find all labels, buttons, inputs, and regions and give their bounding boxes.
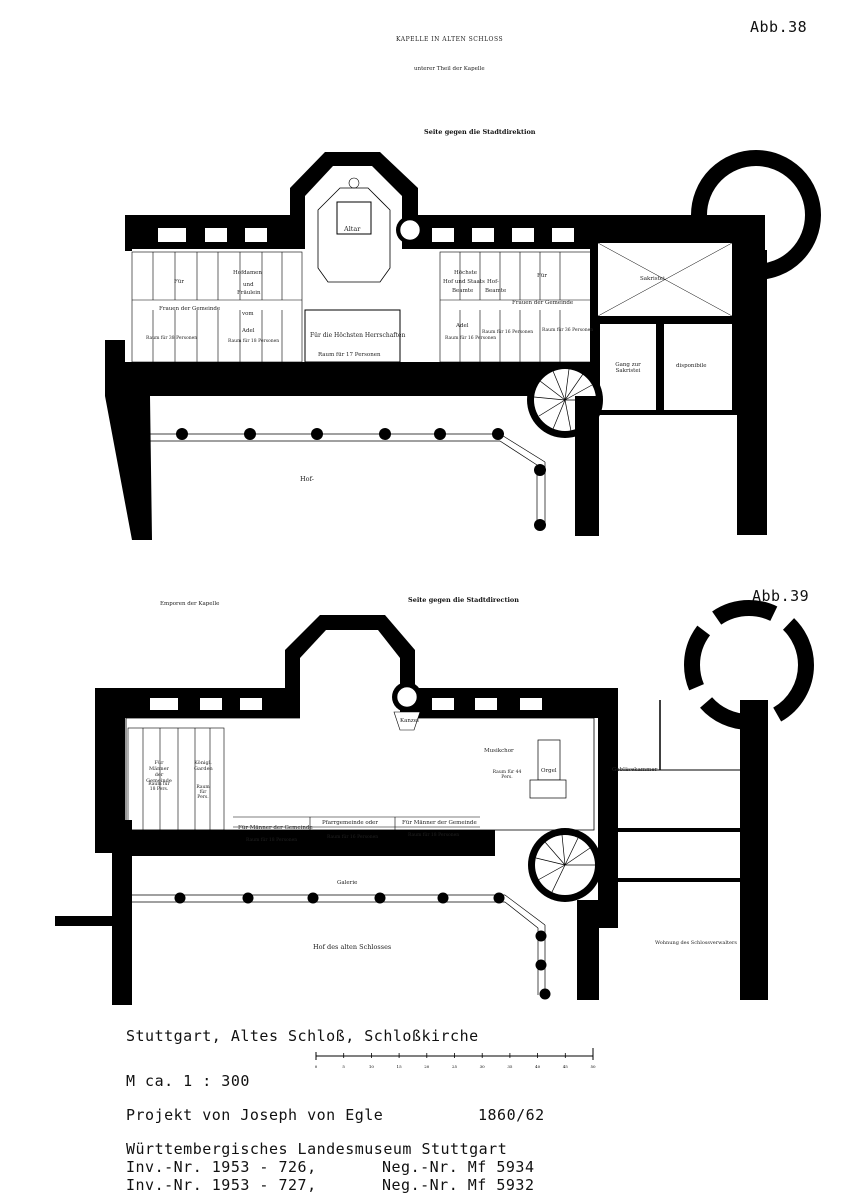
label-koenigl-raum: Raum für Pers.: [196, 785, 210, 800]
altar: [336, 201, 372, 235]
caption-inv-2: Inv.-Nr. 1953 - 727,: [126, 1176, 317, 1194]
label-pfarr-raum: Raum für 16 Personen: [327, 835, 379, 840]
label-galerie: Galerie: [337, 880, 358, 886]
label-maenner-a: Für Männer der Gemeinde: [238, 825, 313, 831]
caption-museum: Württembergisches Landesmuseum Stuttgart: [126, 1140, 508, 1158]
scale-tick-label: 40: [535, 1064, 541, 1069]
label-fraeulein: Fräulein: [237, 290, 261, 296]
caption-neg-1: Neg.-Nr. Mf 5934: [382, 1158, 535, 1176]
label-und: und: [243, 282, 254, 288]
herrschaften-box: [304, 309, 401, 363]
scale-tick-label: 35: [507, 1064, 513, 1069]
figure-heading: KAPELLE IN ALTEN SCHLOSS: [396, 36, 504, 43]
scale-tick-label: 15: [397, 1064, 403, 1069]
label-wohnung: Wohnung des Schlossverwalters: [655, 940, 737, 946]
label-pfarr: Pfarrgemeinde oder: [322, 820, 379, 826]
wall-south: [125, 362, 595, 396]
label-frauen-right: Frauen der Gemeinde: [512, 300, 574, 306]
label-vom: vom: [242, 311, 254, 317]
label-raum-left-a: Raum für 38 Personen: [146, 336, 198, 341]
label-hofund-stats: Hof und Staats: [443, 279, 485, 285]
label-sakristei: Sakristei: [640, 276, 665, 282]
label-raum-right-b: Raum für 16 Personen: [482, 330, 534, 335]
label-maenner-b: Für Männer der Gemeinde: [402, 820, 477, 826]
label-maenner-left: Für Männer der Gemeinde: [146, 760, 172, 784]
label-raum-right-a: Raum für 16 Personen: [445, 336, 497, 341]
scale-tick-label: 50: [590, 1064, 596, 1069]
figure-subheading: unterer Theil der Kapelle: [414, 66, 485, 72]
label-frauen-left: Frauen der Gemeinde: [159, 306, 221, 312]
label-orgel: Orgel: [541, 768, 557, 774]
label-koenigl: Königl. Garden: [194, 760, 213, 772]
floor-plan-galleries: [55, 600, 814, 1005]
label-hof-beamte: Hof-: [487, 279, 499, 285]
label-altar: Altar: [344, 225, 361, 233]
label-hof-bottom: Hof des alten Schlosses: [313, 943, 392, 951]
scale-tick-label: 5: [342, 1064, 345, 1069]
label-disponibile: disponibile: [676, 363, 707, 369]
label-kanzel: Kanzel: [400, 718, 419, 724]
label-fur-right: Für: [537, 273, 547, 279]
caption-projekt: Projekt von Joseph von Egle: [126, 1106, 384, 1124]
label-geblaese: Gebläsekammer: [612, 767, 658, 773]
label-fur-left: Für: [174, 279, 184, 285]
caption-title: Stuttgart, Altes Schloß, Schloßkirche: [126, 1027, 479, 1045]
label-hof-top: Hof-: [300, 475, 314, 483]
scale-tick-label: 0: [315, 1064, 318, 1069]
scale-tick-label: 10: [369, 1064, 375, 1069]
scale-tick-label: 25: [452, 1064, 458, 1069]
label-musikchor: Musikchor: [484, 748, 514, 754]
scale-bar: 0 5 10 15 20 25 30 35 40 45 50: [315, 1048, 596, 1069]
label-maenner-b-raum: Raum für 18 Personen: [408, 833, 460, 838]
label-hofdamen: Hofdamen: [233, 270, 262, 276]
scale-tick-label: 30: [480, 1064, 486, 1069]
label-hochste: Höchste: [454, 270, 478, 276]
label-maenner-a-raum: Raum für 18 Personen: [246, 838, 298, 843]
scale-tick-label: 20: [424, 1064, 430, 1069]
figure-label-abb38: Abb.38: [750, 18, 808, 36]
label-adel-left: Adel: [242, 328, 255, 334]
bottom-title-left: Emporen der Kapelle: [160, 601, 220, 607]
caption-inv-1: Inv.-Nr. 1953 - 726,: [126, 1158, 317, 1176]
caption-scale: M ca. 1 : 300: [126, 1072, 250, 1090]
caption-neg-2: Neg.-Nr. Mf 5932: [382, 1176, 535, 1194]
floor-plan-lower-chapel: [105, 150, 821, 540]
side-label-top: Seite gegen die Stadtdirektion: [424, 128, 536, 136]
caption-date: 1860/62: [478, 1106, 545, 1124]
label-adel-right: Adel: [456, 323, 469, 329]
label-maenner-left-raum: Raum für 18 Pers.: [148, 782, 170, 792]
label-gang-sakristei: Gang zur Sakristei: [615, 362, 641, 374]
label-beamte2: Beamte: [485, 288, 507, 294]
label-raum-right-c: Raum für 36 Personen: [542, 328, 594, 333]
scale-tick-label: 45: [563, 1064, 569, 1069]
label-musik-raum: Raum für 44 Pers.: [492, 770, 522, 780]
figure-label-abb39: Abb.39: [752, 587, 810, 605]
label-beamte: Beamte: [452, 288, 474, 294]
label-raum-left-b: Raum für 18 Personen: [228, 339, 280, 344]
label-herrschaften: Für die Höchsten Herrschaften: [310, 332, 406, 339]
side-label-bottom: Seite gegen die Stadtdirection: [408, 596, 519, 604]
label-herrschaften-raum: Raum für 17 Personen: [318, 352, 381, 358]
